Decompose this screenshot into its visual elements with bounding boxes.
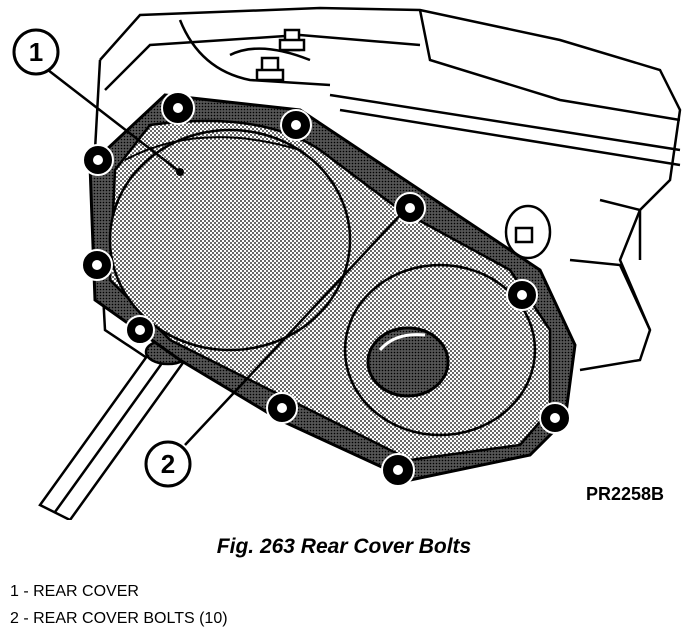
callout-2: 2 — [144, 440, 192, 488]
output-shaft — [38, 338, 192, 520]
legend-item: 1 - REAR COVER — [10, 578, 228, 605]
rear-cover-upper-lobe — [108, 128, 352, 352]
legend-text: REAR COVER — [33, 583, 139, 600]
rear-cover-illustration: 1 2 PR2258B — [12, 6, 682, 520]
legend-number: 2 — [10, 610, 19, 627]
housing-bolts — [255, 28, 552, 260]
legend-separator: - — [18, 583, 34, 600]
legend-separator: - — [18, 610, 34, 627]
legend: 1 - REAR COVER 2 - REAR COVER BOLTS (10) — [10, 578, 228, 632]
transfer-case-housing — [93, 6, 682, 372]
figure-caption: Fig. 263 Rear Cover Bolts — [216, 535, 472, 558]
callout-1-leader — [47, 69, 181, 173]
callout-2-number: 2 — [161, 449, 175, 479]
bearing-boss — [366, 326, 450, 398]
legend-number: 1 — [10, 583, 19, 600]
callout-1: 1 — [12, 28, 60, 76]
legend-item: 2 - REAR COVER BOLTS (10) — [10, 605, 228, 632]
callout-1-number: 1 — [29, 37, 43, 67]
callout-2-leader — [184, 209, 406, 446]
legend-text: REAR COVER BOLTS (10) — [33, 610, 228, 627]
figure-code: PR2258B — [586, 484, 664, 504]
